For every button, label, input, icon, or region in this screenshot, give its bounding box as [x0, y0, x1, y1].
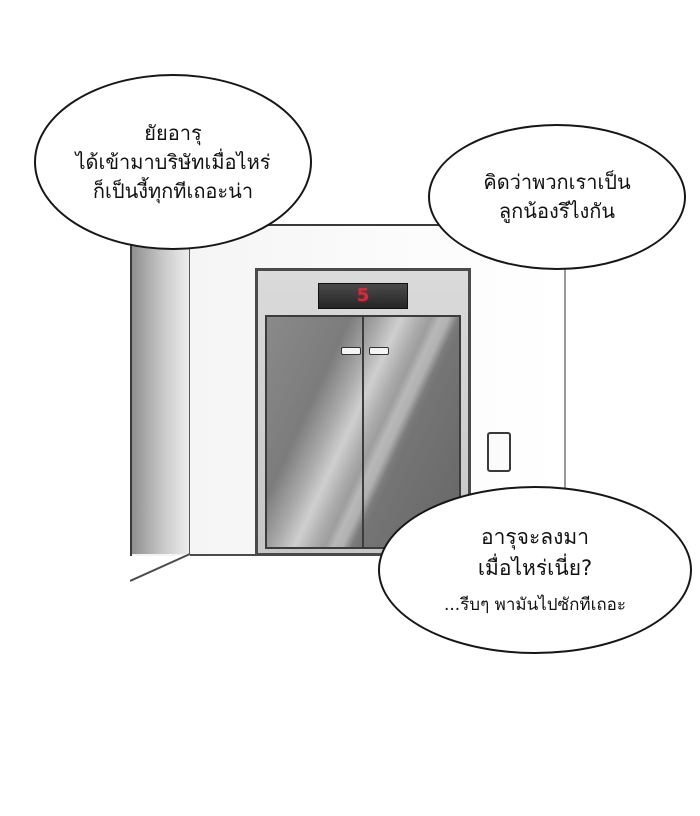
door-split-line	[362, 317, 364, 547]
floor-indicator-number: 5	[356, 285, 370, 306]
elevator-left-wall	[132, 226, 190, 554]
bubble-line: ก็เป็นงี้ทุกทีเถอะน่า	[92, 178, 254, 203]
floor-line	[190, 554, 566, 556]
floor-indicator-panel: 5	[318, 283, 408, 309]
bubble-line: ...รีบๆ พามันไปซักทีเถอะ	[443, 595, 627, 616]
left-door-handle	[341, 347, 361, 355]
speech-bubble-bottom-right: อารุจะลงมา เมื่อไหร่เนี่ย? ...รีบๆ พามัน…	[378, 486, 692, 654]
bubble-line: อารุจะลงมา	[480, 525, 590, 550]
bubble-line: คิดว่าพวกเราเป็น	[483, 170, 631, 194]
bubble-line: ยัยอารุ	[144, 120, 202, 145]
bubble-line: ได้เข้ามาบริษัทเมื่อไหร่	[75, 149, 271, 174]
bubble-line: เมื่อไหร่เนี่ย?	[477, 555, 593, 580]
speech-bubble-top-right: คิดว่าพวกเราเป็น ลูกน้องรึไงกัน	[428, 124, 686, 270]
bubble-line: ลูกน้องรึไงกัน	[498, 199, 616, 223]
elevator-call-button-panel	[487, 432, 511, 472]
speech-bubble-top-left: ยัยอารุ ได้เข้ามาบริษัทเมื่อไหร่ ก็เป็นง…	[34, 74, 312, 250]
right-door-handle	[369, 347, 389, 355]
floor-perspective-lines	[130, 553, 191, 582]
